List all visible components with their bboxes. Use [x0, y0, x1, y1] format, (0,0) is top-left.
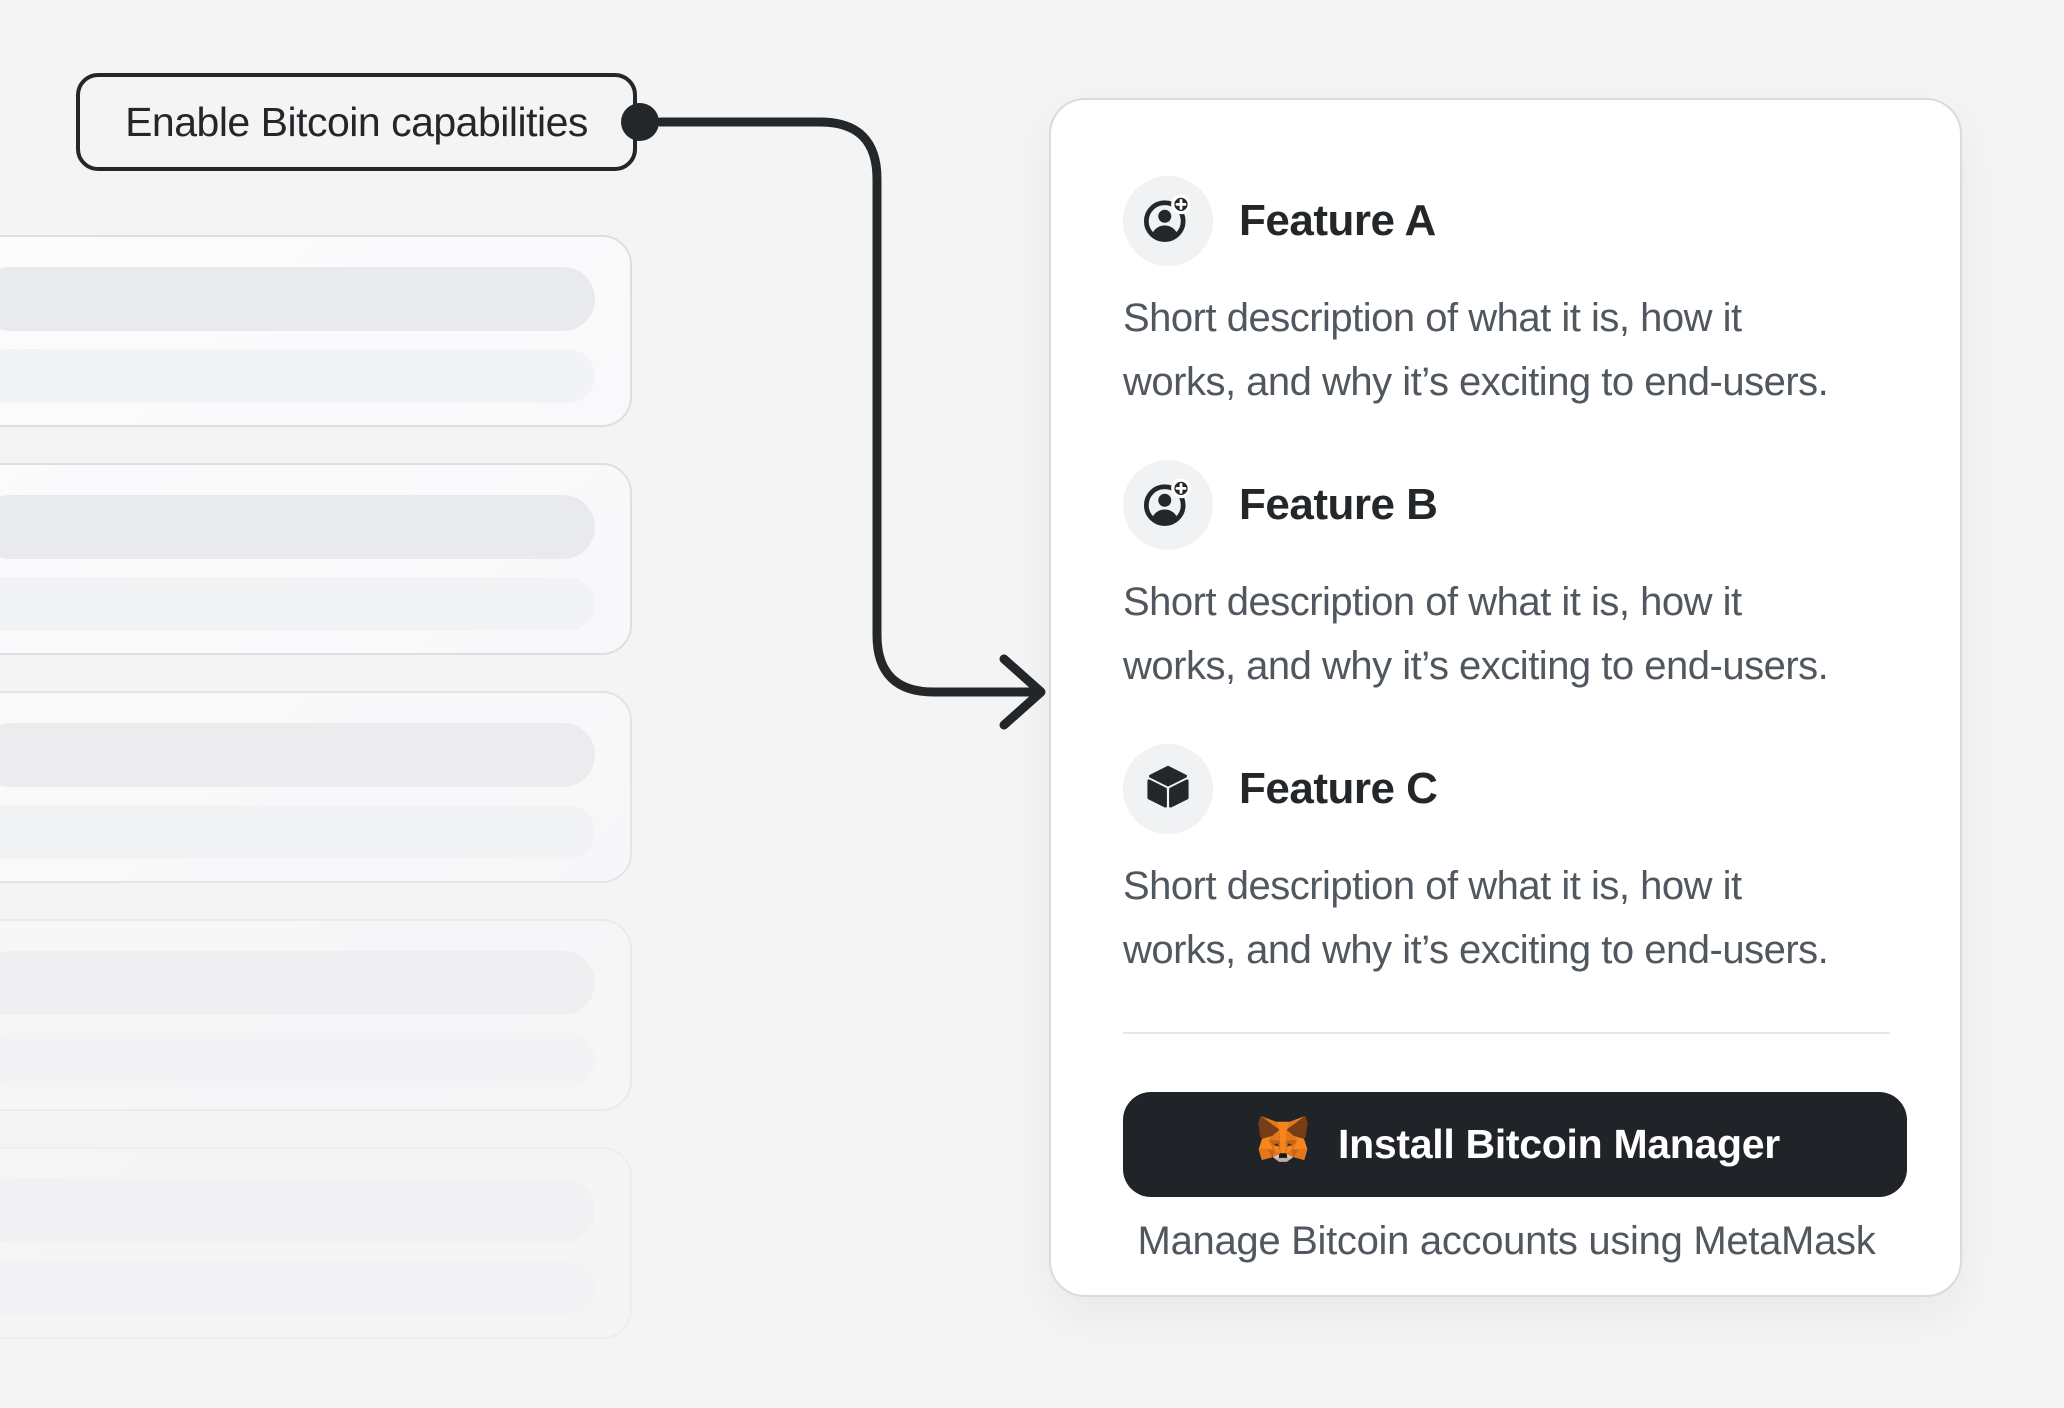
skeleton-bar [0, 1261, 595, 1315]
feature-a-title: Feature A [1239, 196, 1436, 245]
account-add-icon [1142, 477, 1194, 534]
connector-line [655, 117, 1041, 697]
skeleton-card [0, 919, 632, 1111]
install-bitcoin-manager-button[interactable]: Install Bitcoin Manager [1123, 1092, 1907, 1197]
icon-bubble [1123, 460, 1213, 550]
feature-c-title: Feature C [1239, 764, 1438, 813]
install-button-label: Install Bitcoin Manager [1338, 1121, 1780, 1167]
icon-bubble [1123, 744, 1213, 834]
skeleton-card [0, 463, 632, 655]
feature-a-header: Feature A [1123, 176, 1890, 266]
skeleton-bar [0, 577, 595, 631]
skeleton-card [0, 235, 632, 427]
feature-b-header: Feature B [1123, 460, 1890, 550]
feature-b-title: Feature B [1239, 480, 1438, 529]
feature-section-a: Feature A Short description of what it i… [1123, 176, 1890, 414]
feature-a-description: Short description of what it is, how it … [1123, 296, 1829, 404]
feature-section-b: Feature B Short description of what it i… [1123, 460, 1890, 698]
callout-enable-bitcoin: Enable Bitcoin capabilities [76, 73, 637, 171]
metamask-fox-icon [1250, 1109, 1316, 1181]
arrowhead-icon [999, 654, 1046, 730]
skeleton-bar [0, 349, 595, 403]
skeleton-bar [0, 951, 595, 1015]
install-footnote: Manage Bitcoin accounts using MetaMask [1137, 1219, 1876, 1263]
skeleton-card [0, 691, 632, 883]
skeleton-bar [0, 805, 595, 859]
skeleton-bar [0, 495, 595, 559]
skeleton-bar [0, 723, 595, 787]
panel-footer: Install Bitcoin Manager Manage Bitcoin a… [1123, 1032, 1907, 1264]
feature-c-header: Feature C [1123, 744, 1890, 834]
feature-c-description: Short description of what it is, how it … [1123, 864, 1829, 972]
skeleton-bar [0, 267, 595, 331]
feature-b-description: Short description of what it is, how it … [1123, 580, 1829, 688]
skeleton-card [0, 1147, 632, 1339]
cube-icon [1142, 761, 1194, 818]
feature-section-c: Feature C Short description of what it i… [1123, 744, 1890, 982]
skeleton-bar [0, 1033, 595, 1087]
skeleton-bar [0, 1179, 595, 1243]
callout-label: Enable Bitcoin capabilities [125, 98, 588, 145]
feature-panel: Feature A Short description of what it i… [1049, 98, 1962, 1297]
account-add-icon [1142, 193, 1194, 250]
icon-bubble [1123, 176, 1213, 266]
